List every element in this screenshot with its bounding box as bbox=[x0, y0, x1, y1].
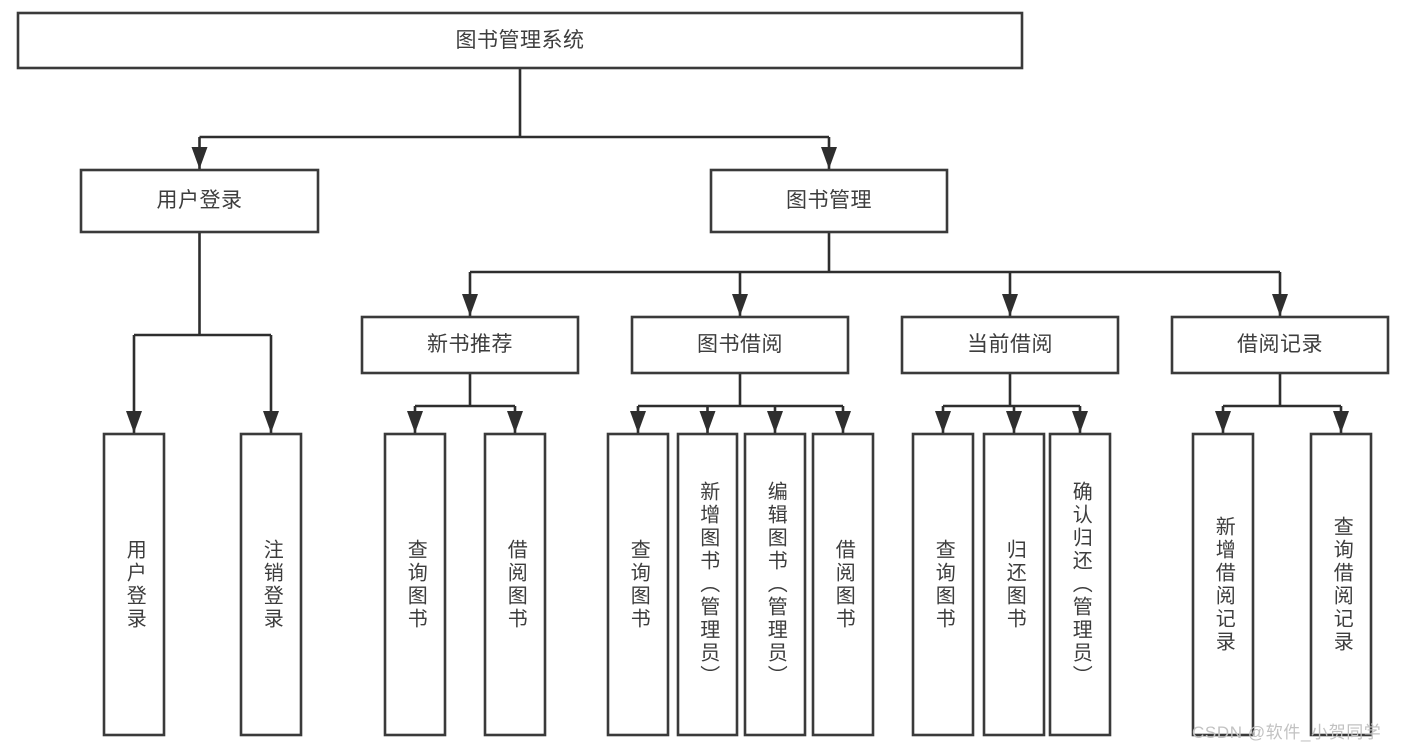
arrow-head-icon bbox=[126, 411, 142, 433]
arrow-head-icon bbox=[407, 411, 423, 433]
connector-layer bbox=[126, 68, 1349, 433]
node-leaf-查询借阅记录-12[interactable] bbox=[1309, 432, 1373, 737]
node-leaf-注销登录-1[interactable] bbox=[239, 432, 303, 737]
arrow-head-icon bbox=[507, 411, 523, 433]
arrow-head-icon bbox=[462, 294, 478, 316]
node-leaf-查询图书-8[interactable] bbox=[911, 432, 975, 737]
node-leaf-查询图书-2[interactable] bbox=[383, 432, 447, 737]
arrow-head-icon bbox=[732, 294, 748, 316]
arrow-head-icon bbox=[835, 411, 851, 433]
node-leaf-编辑图书管理员-6[interactable] bbox=[743, 432, 807, 737]
node-l3-借阅记录-3[interactable] bbox=[1170, 315, 1390, 375]
arrow-head-icon bbox=[699, 411, 716, 433]
arrow-head-icon bbox=[1333, 411, 1349, 433]
node-l3-当前借阅-2[interactable] bbox=[900, 315, 1120, 375]
arrow-head-icon bbox=[1272, 294, 1288, 316]
arrow-head-icon bbox=[767, 411, 783, 433]
arrow-head-icon bbox=[1072, 411, 1088, 433]
arrow-head-icon bbox=[191, 147, 208, 169]
node-leaf-归还图书-9[interactable] bbox=[982, 432, 1046, 737]
node-root-图书管理系统[interactable] bbox=[16, 11, 1024, 70]
node-leaf-确认归还管理员-10[interactable] bbox=[1048, 432, 1112, 737]
arrow-head-icon bbox=[630, 411, 646, 433]
arrow-head-icon bbox=[935, 411, 951, 433]
node-leaf-新增借阅记录-11[interactable] bbox=[1191, 432, 1255, 737]
box-layer bbox=[16, 11, 1390, 737]
node-l3-图书借阅-1[interactable] bbox=[630, 315, 850, 375]
csdn-watermark: CSDN @软件_小贺同学 bbox=[1192, 723, 1382, 742]
node-leaf-借阅图书-7[interactable] bbox=[811, 432, 875, 737]
node-l2-用户登录-0[interactable] bbox=[79, 168, 320, 234]
node-l3-新书推荐-0[interactable] bbox=[360, 315, 580, 375]
node-leaf-用户登录-0[interactable] bbox=[102, 432, 166, 737]
arrow-head-icon bbox=[821, 147, 837, 169]
node-leaf-借阅图书-3[interactable] bbox=[483, 432, 547, 737]
arrow-head-icon bbox=[263, 411, 279, 433]
arrow-head-icon bbox=[1002, 294, 1018, 316]
node-leaf-查询图书-4[interactable] bbox=[606, 432, 670, 737]
node-leaf-新增图书管理员-5[interactable] bbox=[676, 432, 739, 737]
arrow-head-icon bbox=[1215, 411, 1231, 433]
arrow-head-icon bbox=[1006, 411, 1022, 433]
node-l2-图书管理-1[interactable] bbox=[709, 168, 949, 234]
